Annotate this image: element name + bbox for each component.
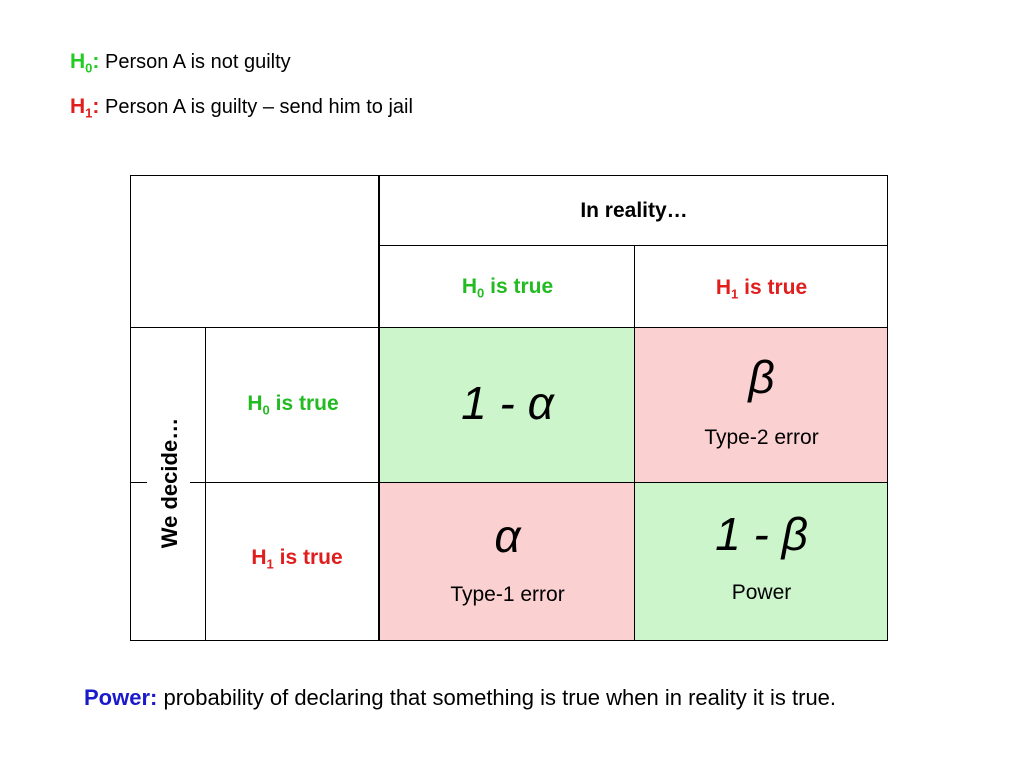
power-definition-label: Power:: [84, 685, 158, 710]
cell-label: Type-1 error: [450, 583, 565, 606]
column-header-h0-text: H0 is true: [461, 275, 554, 301]
body-row-divider-right: [190, 482, 888, 483]
table-border-bottom: [130, 640, 888, 641]
hypothesis-h1-text: Person A is guilty – send him to jail: [104, 96, 413, 118]
cell-power: 1 - β Power: [635, 483, 888, 641]
row-header-h1-text: H1 is true: [251, 546, 343, 572]
cell-type1-error: α Type-1 error: [380, 483, 635, 641]
reality-header-divider: [380, 245, 888, 246]
header-body-divider: [130, 327, 888, 328]
column-header-h1-text: H1 is true: [715, 276, 808, 302]
hypothesis-h1-label: H1:: [70, 95, 100, 121]
reality-header: In reality…: [580, 198, 688, 222]
cell-label: Power: [731, 581, 792, 604]
cell-type2-error: β Type-2 error: [635, 328, 888, 483]
table-border-top: [130, 175, 888, 176]
hypothesis-h1: H1: Person A is guilty – send him to jai…: [70, 95, 413, 121]
column-header-h1: H1 is true: [635, 258, 888, 318]
cell-symbol: β: [748, 351, 775, 403]
hypothesis-h0-text: Person A is not guilty: [104, 51, 291, 73]
hypothesis-h0-label: H0:: [70, 50, 100, 76]
row-header-divider: [205, 328, 206, 641]
power-definition-text: probability of declaring that something …: [157, 685, 837, 710]
row-header-h0: H0 is true: [206, 374, 380, 434]
cell-true-negative: 1 - α: [380, 328, 635, 483]
row-header-h0-text: H0 is true: [247, 392, 339, 418]
cell-symbol: 1 - α: [461, 377, 554, 429]
column-header-h0: H0 is true: [380, 257, 635, 317]
table-border-left: [130, 175, 131, 641]
decide-header: We decide…: [155, 383, 185, 583]
column-divider-main: [378, 175, 380, 641]
cell-label: Type-2 error: [704, 426, 819, 449]
hypothesis-h0: H0: Person A is not guilty: [70, 50, 291, 76]
body-row-divider-left: [130, 482, 147, 483]
row-header-h1: H1 is true: [210, 528, 384, 588]
cell-symbol: α: [494, 510, 521, 562]
table-border-right: [887, 175, 888, 641]
column-divider-secondary: [634, 246, 635, 641]
power-definition: Power: probability of declaring that som…: [84, 685, 836, 711]
cell-symbol: 1 - β: [715, 508, 808, 560]
